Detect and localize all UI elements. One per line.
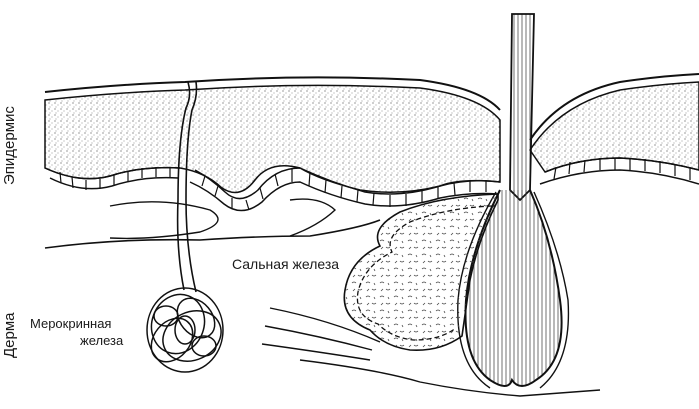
- label-dermis: Дерма: [1, 312, 18, 358]
- label-merocrine-gland-line2: железа: [80, 333, 124, 348]
- dermis-fiber-upper: [110, 202, 218, 239]
- merocrine-gland-coil: [143, 287, 230, 372]
- label-sebaceous-gland: Сальная железа: [232, 256, 339, 272]
- label-epidermis: Эпидермис: [1, 106, 18, 185]
- label-merocrine-gland-line1: Мерокринная: [30, 316, 111, 331]
- dermis-fiber-middle: [290, 199, 335, 236]
- hair-shaft: [510, 14, 534, 200]
- dermis-fiber-long: [45, 220, 380, 248]
